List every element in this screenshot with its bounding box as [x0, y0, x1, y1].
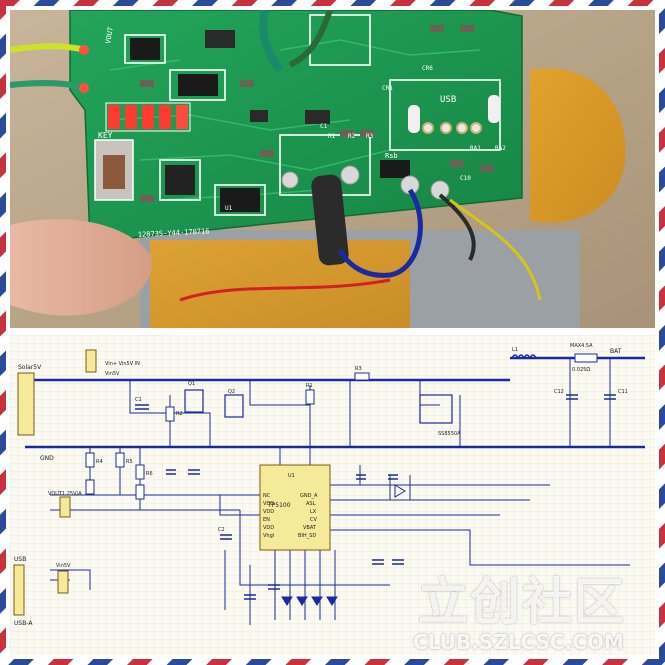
des-c12: C12 [554, 389, 564, 395]
des-r2: R2 [176, 411, 183, 417]
ic-ref: U1 [288, 473, 295, 479]
ic-pin-vdd2: VDD [263, 509, 274, 515]
label-vin5v-box: Vin5V [56, 563, 71, 569]
pcb-photo: KEY USB 12873S-Y44-170716 VOUT Rsb CR1 C… [10, 10, 655, 328]
des-r6: R6 [146, 471, 153, 477]
label-vin: Vin+ Vin5V IN [105, 361, 140, 367]
ic-pin-vbat: VBAT [303, 525, 317, 531]
label-vout: VOUT1.25V/A [48, 491, 82, 497]
finger [10, 219, 152, 316]
des-r1: R1 [306, 383, 313, 389]
ic-mosfet [220, 188, 260, 212]
silk-ra2: RA2 [495, 145, 506, 152]
led-indicators [105, 102, 191, 132]
silk-usb: USB [440, 95, 456, 105]
silk-c1: C1 [320, 123, 328, 130]
des-r5: R5 [126, 459, 133, 465]
usb-connector: USB USB-A [13, 556, 33, 627]
des-c1: C1 [135, 397, 142, 403]
label-bat-fuse: MAX4.5A [570, 343, 593, 349]
des-c2: C2 [218, 527, 225, 533]
silk-rsb: Rsb [385, 152, 398, 160]
silk-cr6: CR6 [422, 65, 433, 72]
des-r3: R3 [355, 366, 362, 372]
des-r4: R4 [96, 459, 103, 465]
ic-pin-lx: LX [310, 509, 317, 515]
inductor-l1 [511, 354, 537, 360]
silk-ra1: RA1 [470, 145, 481, 152]
label-gnd: GND [40, 455, 54, 462]
des-c11: C11 [618, 389, 628, 395]
ic-tp5100: TP5100 U1 NC VDD VDD EN VDD Vhgl GND_A A… [259, 464, 331, 551]
vout-plug [59, 496, 71, 518]
label-solar: Solar5V [18, 364, 42, 371]
ic-pin-cv: CV [310, 517, 317, 523]
silk-cr1: CR1 [382, 85, 393, 92]
watermark-site: CLUB.SZLCSC.COM [413, 630, 624, 654]
watermark-main: 立创社区 [418, 573, 626, 631]
heat-shrink [311, 174, 349, 266]
label-usb-a: USB-A [14, 620, 33, 627]
silk-key: KEY [98, 131, 113, 140]
silk-u1: U1 [225, 205, 233, 212]
vin-plug [85, 349, 97, 373]
ic-pin-vdd1: VDD [263, 501, 274, 507]
resistors [85, 353, 598, 500]
des-q2: Q2 [228, 389, 235, 395]
silk-vout: VOUT [104, 26, 115, 45]
ic-pin-gnda: GND_A [300, 493, 318, 499]
mosfets [184, 389, 453, 424]
ic-pin-vhgl: Vhgl [263, 533, 274, 539]
silk-board-id: 12873S-Y44-170716 [138, 227, 210, 239]
silk-r3: R3 [366, 133, 374, 140]
ic-u4 [130, 38, 160, 60]
label-vin5v: Vin5V [105, 371, 120, 377]
silk-r1: R1 [328, 133, 336, 140]
vin5v-box [57, 570, 69, 594]
capacitors [135, 394, 616, 600]
kapton-tape-right [530, 68, 626, 223]
led-array [281, 596, 338, 606]
ic-pin-nc: NC [263, 493, 271, 499]
solar-connector: Solar5V [17, 364, 42, 436]
silk-r2: R2 [348, 133, 356, 140]
label-bat: BAT [610, 348, 622, 355]
ic-pin-asl: ASL [306, 501, 316, 507]
des-l1: L1 [512, 347, 518, 353]
label-mosfet: SS8550A [438, 431, 461, 437]
ic-mcu [165, 165, 195, 195]
usb-pads [408, 95, 500, 134]
ic-pin-en: EN [263, 517, 270, 523]
label-usb: USB [14, 556, 26, 563]
key-button [94, 139, 134, 201]
des-q1: Q1 [188, 381, 195, 387]
ic-pin-vdd3: VDD [263, 525, 274, 531]
label-rsense: 0.025Ω [572, 367, 590, 373]
ic-u1 [178, 74, 218, 96]
silk-c10: C10 [460, 175, 471, 182]
ic-name: TP5100 [267, 502, 291, 509]
schematic: TP5100 U1 NC VDD VDD EN VDD Vhgl GND_A A… [10, 335, 655, 655]
ic-pin-bihsd: BIH_SD [298, 533, 316, 539]
